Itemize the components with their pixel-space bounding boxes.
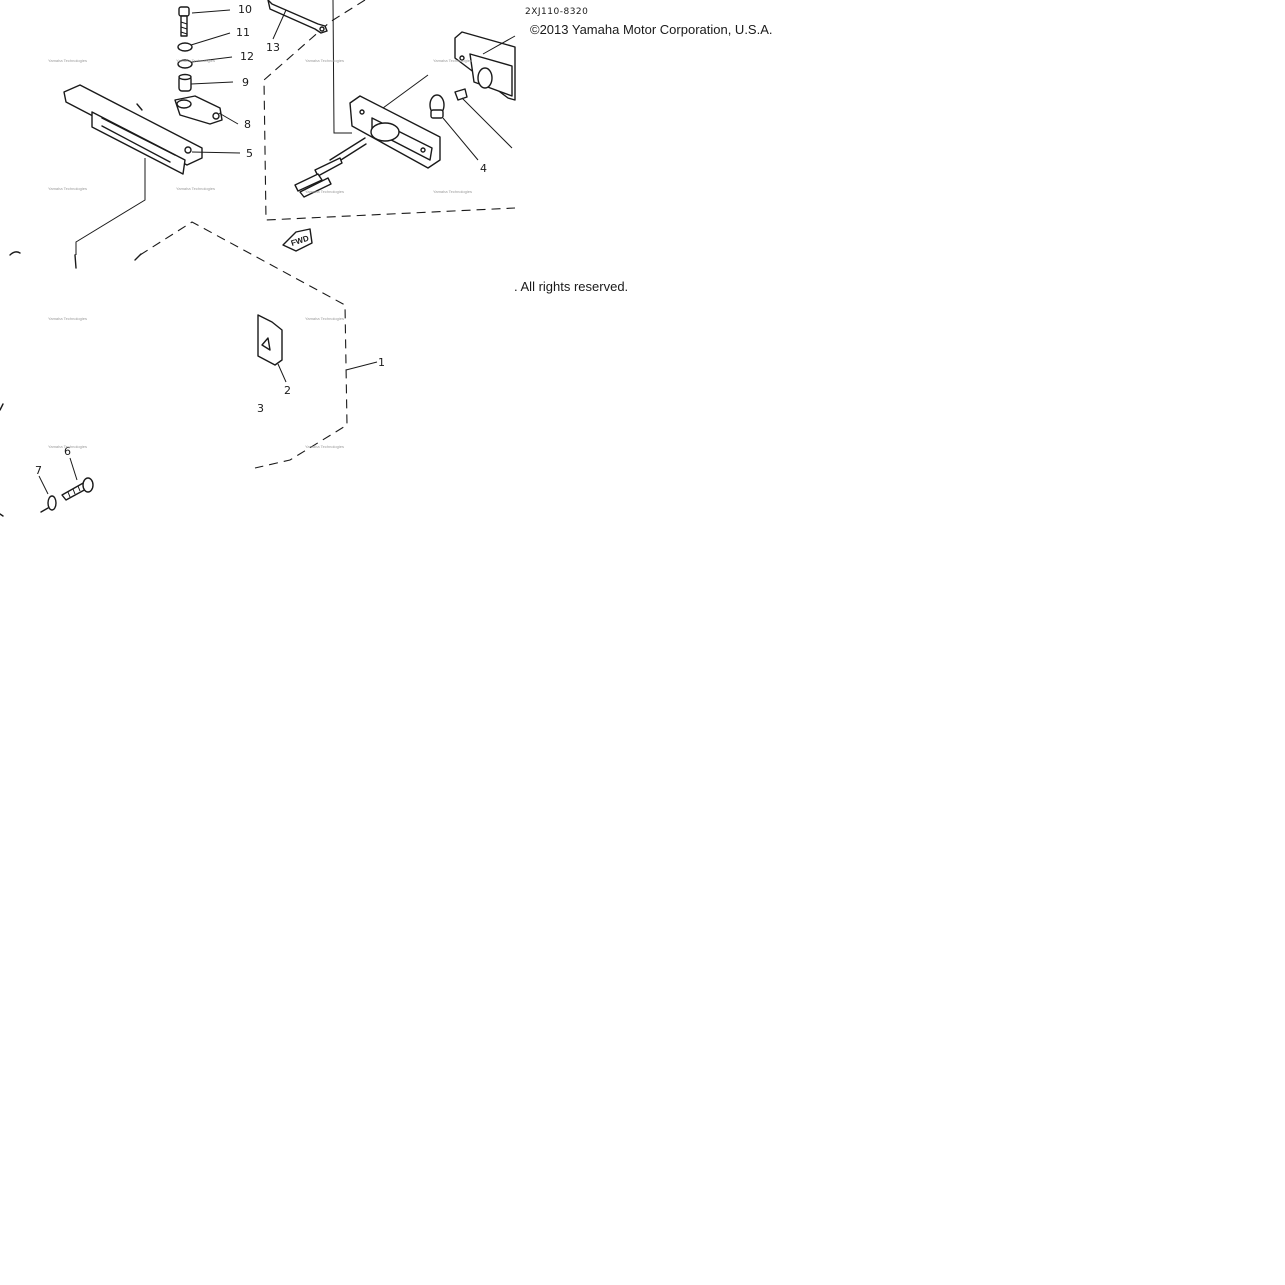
- callout-2: 2: [284, 384, 291, 397]
- callout-4: 4: [480, 162, 487, 175]
- upper-assembly-boundary: [263, 0, 516, 221]
- side-light-housing: [454, 31, 516, 101]
- washer-part: [177, 42, 193, 52]
- fwd-marker: FWD: [282, 228, 313, 252]
- callout-6: 6: [64, 445, 71, 458]
- watermark: Yamaha Technologies: [305, 316, 344, 321]
- flat-washer-part: [177, 59, 193, 69]
- watermark: Yamaha Technologies: [176, 186, 215, 191]
- callout-5: 5: [246, 147, 253, 160]
- callout-13: 13: [266, 41, 280, 54]
- watermark: Yamaha Technologies: [305, 189, 344, 194]
- copyright-notice: ©2013 Yamaha Motor Corporation, U.S.A.: [530, 22, 773, 37]
- watermark: Yamaha Technologies: [48, 58, 87, 63]
- lamp-socket-part: [294, 95, 441, 198]
- bolt-part: [178, 6, 190, 37]
- watermark: Yamaha Technologies: [433, 189, 472, 194]
- rights-notice: . All rights reserved.: [514, 279, 629, 294]
- terminal-strap-part: [267, 0, 328, 34]
- bulb-part: [429, 88, 468, 119]
- callout-3: 3: [257, 402, 264, 415]
- callout-7: 7: [35, 464, 42, 477]
- arm-part: [174, 95, 223, 125]
- callout-9: 9: [242, 76, 249, 89]
- watermark: Yamaha Technologies: [176, 58, 215, 63]
- callout-1: 1: [378, 356, 385, 369]
- watermark: Yamaha Technologies: [48, 444, 87, 449]
- bracket-part: [63, 84, 203, 175]
- watermark: Yamaha Technologies: [433, 58, 472, 63]
- drawing-code: 2XJ110-8320: [525, 7, 589, 17]
- lower-assembly-boundary: [139, 221, 348, 469]
- nut-part: [47, 495, 57, 511]
- collar-part: [178, 73, 192, 92]
- callout-8: 8: [244, 118, 251, 131]
- watermark: Yamaha Technologies: [305, 58, 344, 63]
- callout-11: 11: [236, 26, 250, 39]
- lens-part: [257, 314, 283, 366]
- watermark: Yamaha Technologies: [48, 316, 87, 321]
- watermark: Yamaha Technologies: [305, 444, 344, 449]
- callout-10: 10: [238, 3, 252, 16]
- screw-part: [61, 477, 94, 501]
- callout-12: 12: [240, 50, 254, 63]
- watermark: Yamaha Technologies: [48, 186, 87, 191]
